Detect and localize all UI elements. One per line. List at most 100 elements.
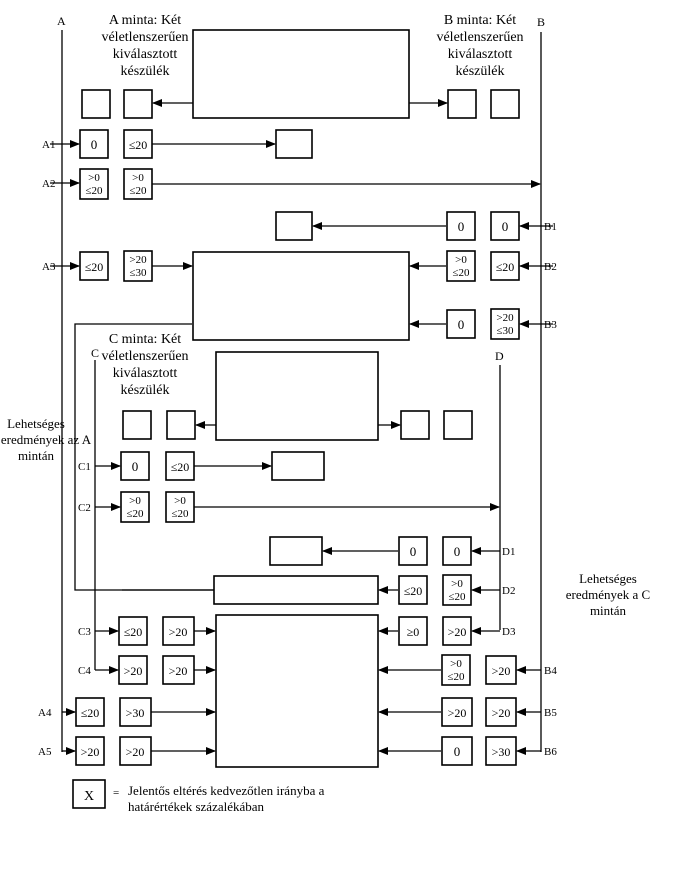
row-label-a1: A1 xyxy=(42,139,55,151)
row-label-a2: A2 xyxy=(42,178,55,190)
sample-c-heading-line-4: készülék xyxy=(121,383,170,398)
value-b1-2: 0 xyxy=(502,219,509,234)
value-box-b1-2 xyxy=(490,211,520,241)
value-c2-2-bottom: ≤20 xyxy=(171,508,189,520)
sample-b-device-2 xyxy=(490,89,520,119)
value-b3-2-top: >20 xyxy=(496,312,514,324)
value-c2-2-top: >0 xyxy=(174,495,186,507)
value-box-b1-1 xyxy=(446,211,476,241)
value-b5-1: >20 xyxy=(448,706,467,720)
value-c2-1-bottom: ≤20 xyxy=(126,508,144,520)
decision-box-ab xyxy=(192,251,410,341)
value-d2-2-top: >0 xyxy=(451,578,463,590)
value-box-c2-1 xyxy=(120,491,150,523)
value-a5-1: >20 xyxy=(81,745,100,759)
sample-b-heading-line-1: B minta: Két xyxy=(444,13,516,28)
value-c1-1: 0 xyxy=(132,459,139,474)
row-label-a3: A3 xyxy=(42,261,56,273)
value-box-b3-1 xyxy=(446,309,476,339)
value-d3-1: ≥0 xyxy=(407,625,420,639)
value-c4-2: >20 xyxy=(169,664,188,678)
value-c3-2: >20 xyxy=(169,625,188,639)
value-a2-2-top: >0 xyxy=(132,172,144,184)
value-box-d1-1 xyxy=(398,536,428,566)
value-box-d2-1 xyxy=(398,575,428,605)
value-a3-1: ≤20 xyxy=(85,260,104,274)
value-b4-1-bottom: ≤20 xyxy=(447,671,465,683)
row-label-d1: D1 xyxy=(502,546,515,558)
value-c2-1-top: >0 xyxy=(129,495,141,507)
value-box-a3-1 xyxy=(79,251,109,281)
value-b6-1: 0 xyxy=(454,744,461,759)
value-box-c1-1 xyxy=(120,451,150,481)
value-b6-2: >30 xyxy=(492,745,511,759)
value-b2-2: ≤20 xyxy=(496,260,515,274)
value-b5-2: >20 xyxy=(492,706,511,720)
value-box-a5-2 xyxy=(119,736,152,766)
value-b1-1: 0 xyxy=(458,219,465,234)
sample-ab-box xyxy=(192,29,410,119)
value-box-b6-1 xyxy=(441,736,473,766)
value-a4-1: ≤20 xyxy=(81,706,100,720)
value-box-b6-2 xyxy=(485,736,517,766)
row-label-c1: C1 xyxy=(78,461,91,473)
value-b4-1-top: >0 xyxy=(450,658,462,670)
right-note-line-3: mintán xyxy=(590,603,627,618)
value-b2-1-top: >0 xyxy=(455,254,467,266)
value-d1-1: 0 xyxy=(410,544,417,559)
right-note-line-1: Lehetséges xyxy=(579,571,637,586)
result-box-a1 xyxy=(275,129,313,159)
value-box-d3-2 xyxy=(442,616,472,646)
sample-c-heading-line-3: kiválasztott xyxy=(113,366,178,381)
sample-c-box xyxy=(215,351,379,441)
row-label-b5: B5 xyxy=(544,707,557,719)
row-label-c4: C4 xyxy=(78,665,91,677)
value-box-b5-1 xyxy=(441,697,473,727)
row-label-b6: B6 xyxy=(544,746,557,758)
value-b2-1-bottom: ≤20 xyxy=(452,267,470,279)
row-label-d3: D3 xyxy=(502,626,516,638)
legend-symbol: X xyxy=(84,789,94,804)
legend-symbol-box xyxy=(72,779,106,809)
value-box-c3-1 xyxy=(118,616,148,646)
row-label-b1: B1 xyxy=(544,221,557,233)
sample-a-heading: A minta: Két véletlenszerűen kiválasztot… xyxy=(101,13,188,79)
value-box-a2-2 xyxy=(123,168,153,200)
left-note-line-3: mintán xyxy=(18,448,55,463)
legend-line-1: Jelentős eltérés kedvezőtlen irányba a xyxy=(128,783,325,798)
value-box-b4-1 xyxy=(441,654,471,686)
sample-b-device-1 xyxy=(447,89,477,119)
axis-label-c: C xyxy=(91,346,99,360)
value-d1-2: 0 xyxy=(454,544,461,559)
axis-label-b: B xyxy=(537,15,545,29)
row-label-c2: C2 xyxy=(78,502,91,514)
value-box-a4-1 xyxy=(75,697,105,727)
result-box-b1 xyxy=(275,211,313,241)
row-label-d2: D2 xyxy=(502,585,515,597)
sample-a-device-2 xyxy=(123,89,153,119)
row-label-c3: C3 xyxy=(78,626,91,638)
result-box-d1 xyxy=(269,536,323,566)
legend-line-2: határértékek százalékában xyxy=(128,799,265,814)
value-box-c4-2 xyxy=(162,655,195,685)
axis-label-a: A xyxy=(57,14,66,28)
value-d2-2-bottom: ≤20 xyxy=(448,591,466,603)
value-a4-2: >30 xyxy=(126,706,145,720)
sample-c-device-4 xyxy=(443,410,473,440)
left-note-line-1: Lehetséges xyxy=(7,416,65,431)
axis-label-d: D xyxy=(495,349,504,363)
value-b3-2-bottom: ≤30 xyxy=(496,325,514,337)
sample-c-device-1 xyxy=(122,410,152,440)
result-box-d2 xyxy=(213,575,379,605)
value-c4-1: >20 xyxy=(124,664,143,678)
value-a5-2: >20 xyxy=(126,745,145,759)
value-box-c3-2 xyxy=(162,616,195,646)
value-a1-2: ≤20 xyxy=(129,138,148,152)
row-label-a5: A5 xyxy=(38,746,52,758)
value-a2-1-bottom: ≤20 xyxy=(85,185,103,197)
sample-b-heading-line-4: készülék xyxy=(456,64,505,79)
sample-b-heading-line-3: kiválasztott xyxy=(448,47,513,62)
value-box-c4-1 xyxy=(118,655,148,685)
result-box-c1 xyxy=(271,451,325,481)
value-box-d2-2 xyxy=(442,574,472,606)
